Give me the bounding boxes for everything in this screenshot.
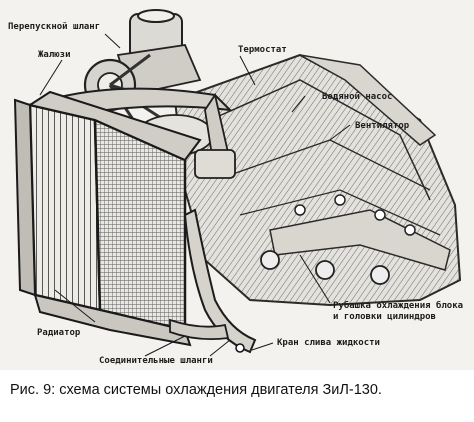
label-fan: Вентилятор <box>355 121 410 131</box>
engine-illustration <box>13 9 462 357</box>
figure-caption: Рис. 9: схема системы охлаждения двигате… <box>10 382 382 398</box>
radiator <box>13 90 202 347</box>
upper-hose <box>46 87 236 179</box>
label-bypass-hose: Перепускной шланг <box>8 22 101 32</box>
label-cooling-jacket-2: и головки цилиндров <box>333 312 436 322</box>
label-thermostat: Термостат <box>238 45 287 55</box>
lower-hose <box>169 208 257 354</box>
label-radiator: Радиатор <box>37 328 81 338</box>
label-drain-valve: Кран слива жидкости <box>277 338 380 348</box>
cooling-system-diagram: Перепускной шланг Жалюзи Термостат Водян… <box>0 0 474 370</box>
engine-block <box>173 53 462 307</box>
label-connecting-hoses: Соединительные шланги <box>99 356 213 366</box>
label-cooling-jacket-1: Рубашка охлаждения блока <box>333 301 464 311</box>
leader-lines <box>39 33 351 357</box>
filler-neck <box>116 9 202 97</box>
label-louvers: Жалюзи <box>38 50 71 60</box>
label-water-pump: Водяной насос <box>322 92 393 102</box>
